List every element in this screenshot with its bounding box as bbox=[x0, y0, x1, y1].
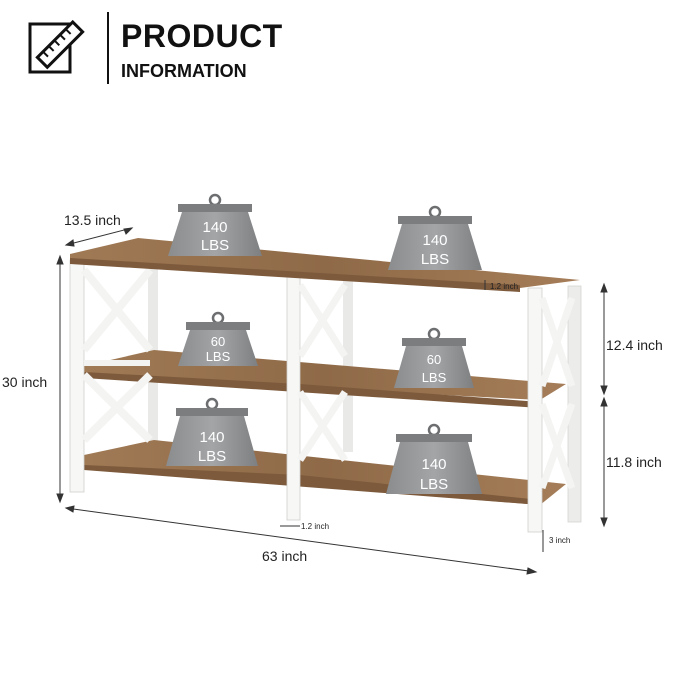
weight-value: 140 bbox=[202, 219, 227, 236]
weight-value: 140 bbox=[421, 456, 446, 473]
bottom-shelf-gap-label: 11.8 inch bbox=[606, 454, 662, 470]
weight-bottom-left: 140 LBS bbox=[166, 397, 258, 466]
weight-unit: LBS bbox=[420, 476, 448, 493]
ruler-pencil-icon bbox=[28, 19, 85, 74]
right-frame bbox=[527, 287, 576, 533]
dimension-lines bbox=[56, 227, 608, 575]
weight-top-left: 140 LBS bbox=[168, 193, 262, 256]
weight-unit: LBS bbox=[422, 370, 447, 385]
width-label: 63 inch bbox=[262, 548, 308, 564]
top-shelf-gap-label: 12.4 inch bbox=[606, 337, 663, 353]
middle-shelf-edge bbox=[84, 372, 540, 408]
weight-unit: LBS bbox=[206, 349, 231, 364]
weight-value: 60 bbox=[427, 352, 441, 367]
weight-middle-right: 60 LBS bbox=[394, 327, 474, 388]
bottom-shelf-edge bbox=[84, 465, 540, 505]
top-thickness-label: 1.2 inch bbox=[490, 282, 519, 291]
header-divider bbox=[107, 12, 109, 84]
ground-clearance-label: 3 inch bbox=[549, 536, 571, 545]
weight-unit: LBS bbox=[201, 237, 229, 254]
weight-value: 60 bbox=[211, 334, 225, 349]
leg-width-label: 1.2 inch bbox=[301, 522, 330, 531]
weight-value: 140 bbox=[199, 429, 224, 446]
center-frame bbox=[286, 275, 348, 521]
header-title: PRODUCT bbox=[121, 18, 283, 54]
left-frame bbox=[69, 259, 154, 493]
tabletop-edge bbox=[70, 258, 520, 292]
weight-middle-left: 60 LBS bbox=[178, 311, 258, 366]
header-subtitle: INFORMATION bbox=[121, 61, 247, 81]
weight-bottom-right: 140 LBS bbox=[386, 423, 482, 494]
weight-unit: LBS bbox=[421, 251, 449, 268]
height-label: 30 inch bbox=[2, 374, 48, 390]
depth-label: 13.5 inch bbox=[64, 212, 121, 228]
weight-top-right: 140 LBS bbox=[388, 205, 482, 270]
weight-unit: LBS bbox=[198, 448, 226, 465]
weight-value: 140 bbox=[422, 232, 447, 249]
